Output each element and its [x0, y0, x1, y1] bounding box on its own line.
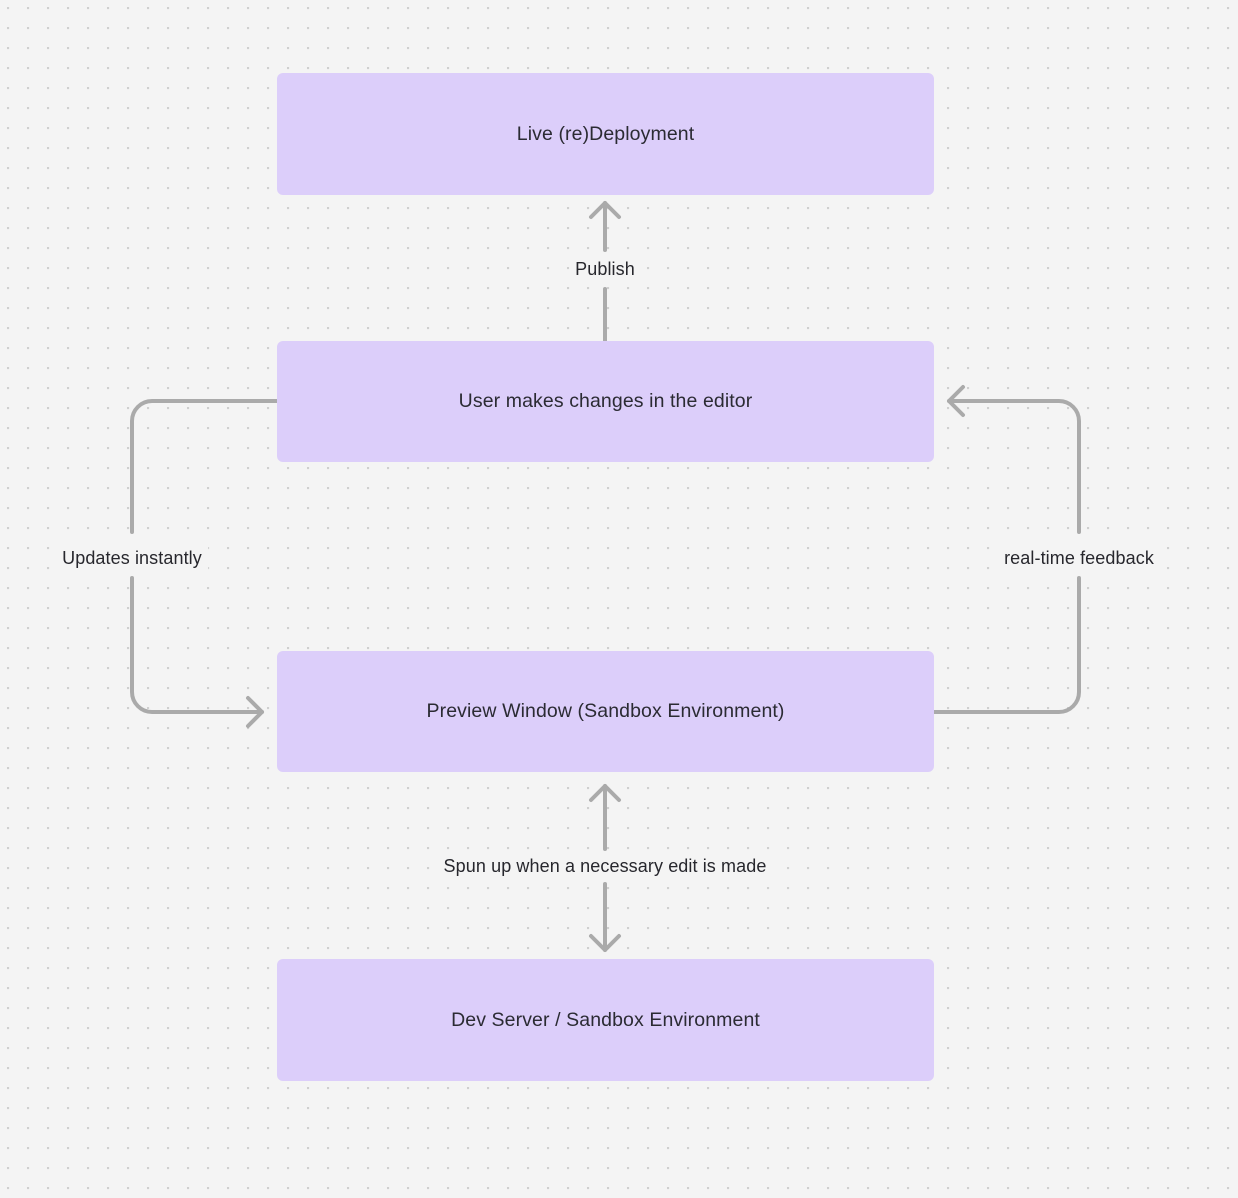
node-dev-server-label: Dev Server / Sandbox Environment: [451, 1008, 760, 1031]
node-dev-server[interactable]: Dev Server / Sandbox Environment: [277, 959, 934, 1081]
edge-label-updates-instantly: Updates instantly: [56, 543, 208, 573]
node-preview-window[interactable]: Preview Window (Sandbox Environment): [277, 651, 934, 772]
edge-label-real-time-feedback: real-time feedback: [998, 543, 1160, 573]
edge-label-spun-up: Spun up when a necessary edit is made: [437, 851, 773, 881]
edge-label-publish: Publish: [569, 254, 641, 284]
node-user-edits[interactable]: User makes changes in the editor: [277, 341, 934, 462]
node-live-deployment[interactable]: Live (re)Deployment: [277, 73, 934, 195]
node-preview-window-label: Preview Window (Sandbox Environment): [426, 700, 785, 722]
node-live-deployment-label: Live (re)Deployment: [516, 122, 695, 145]
node-user-edits-label: User makes changes in the editor: [458, 390, 753, 412]
